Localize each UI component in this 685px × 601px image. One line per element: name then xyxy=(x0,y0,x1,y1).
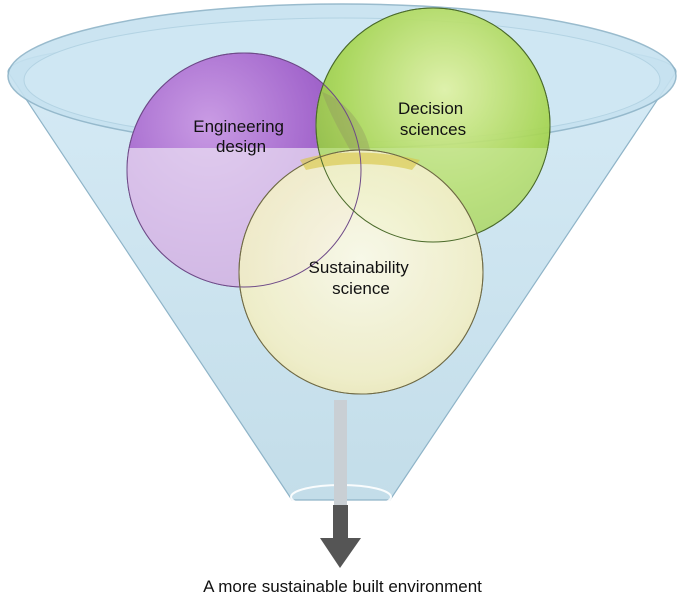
output-caption: A more sustainable built environment xyxy=(203,577,482,596)
overlap-engineering-decision xyxy=(322,92,370,150)
overlap-yellow xyxy=(300,152,420,170)
funnel-stem xyxy=(334,400,347,520)
decision-sciences-label: Decision sciences xyxy=(398,99,468,139)
arrow-shaft xyxy=(333,505,348,541)
sustainability-science-label: Sustainability science xyxy=(309,258,414,298)
engineering-design-label: Engineering design xyxy=(193,117,288,156)
arrow-head xyxy=(320,538,361,568)
